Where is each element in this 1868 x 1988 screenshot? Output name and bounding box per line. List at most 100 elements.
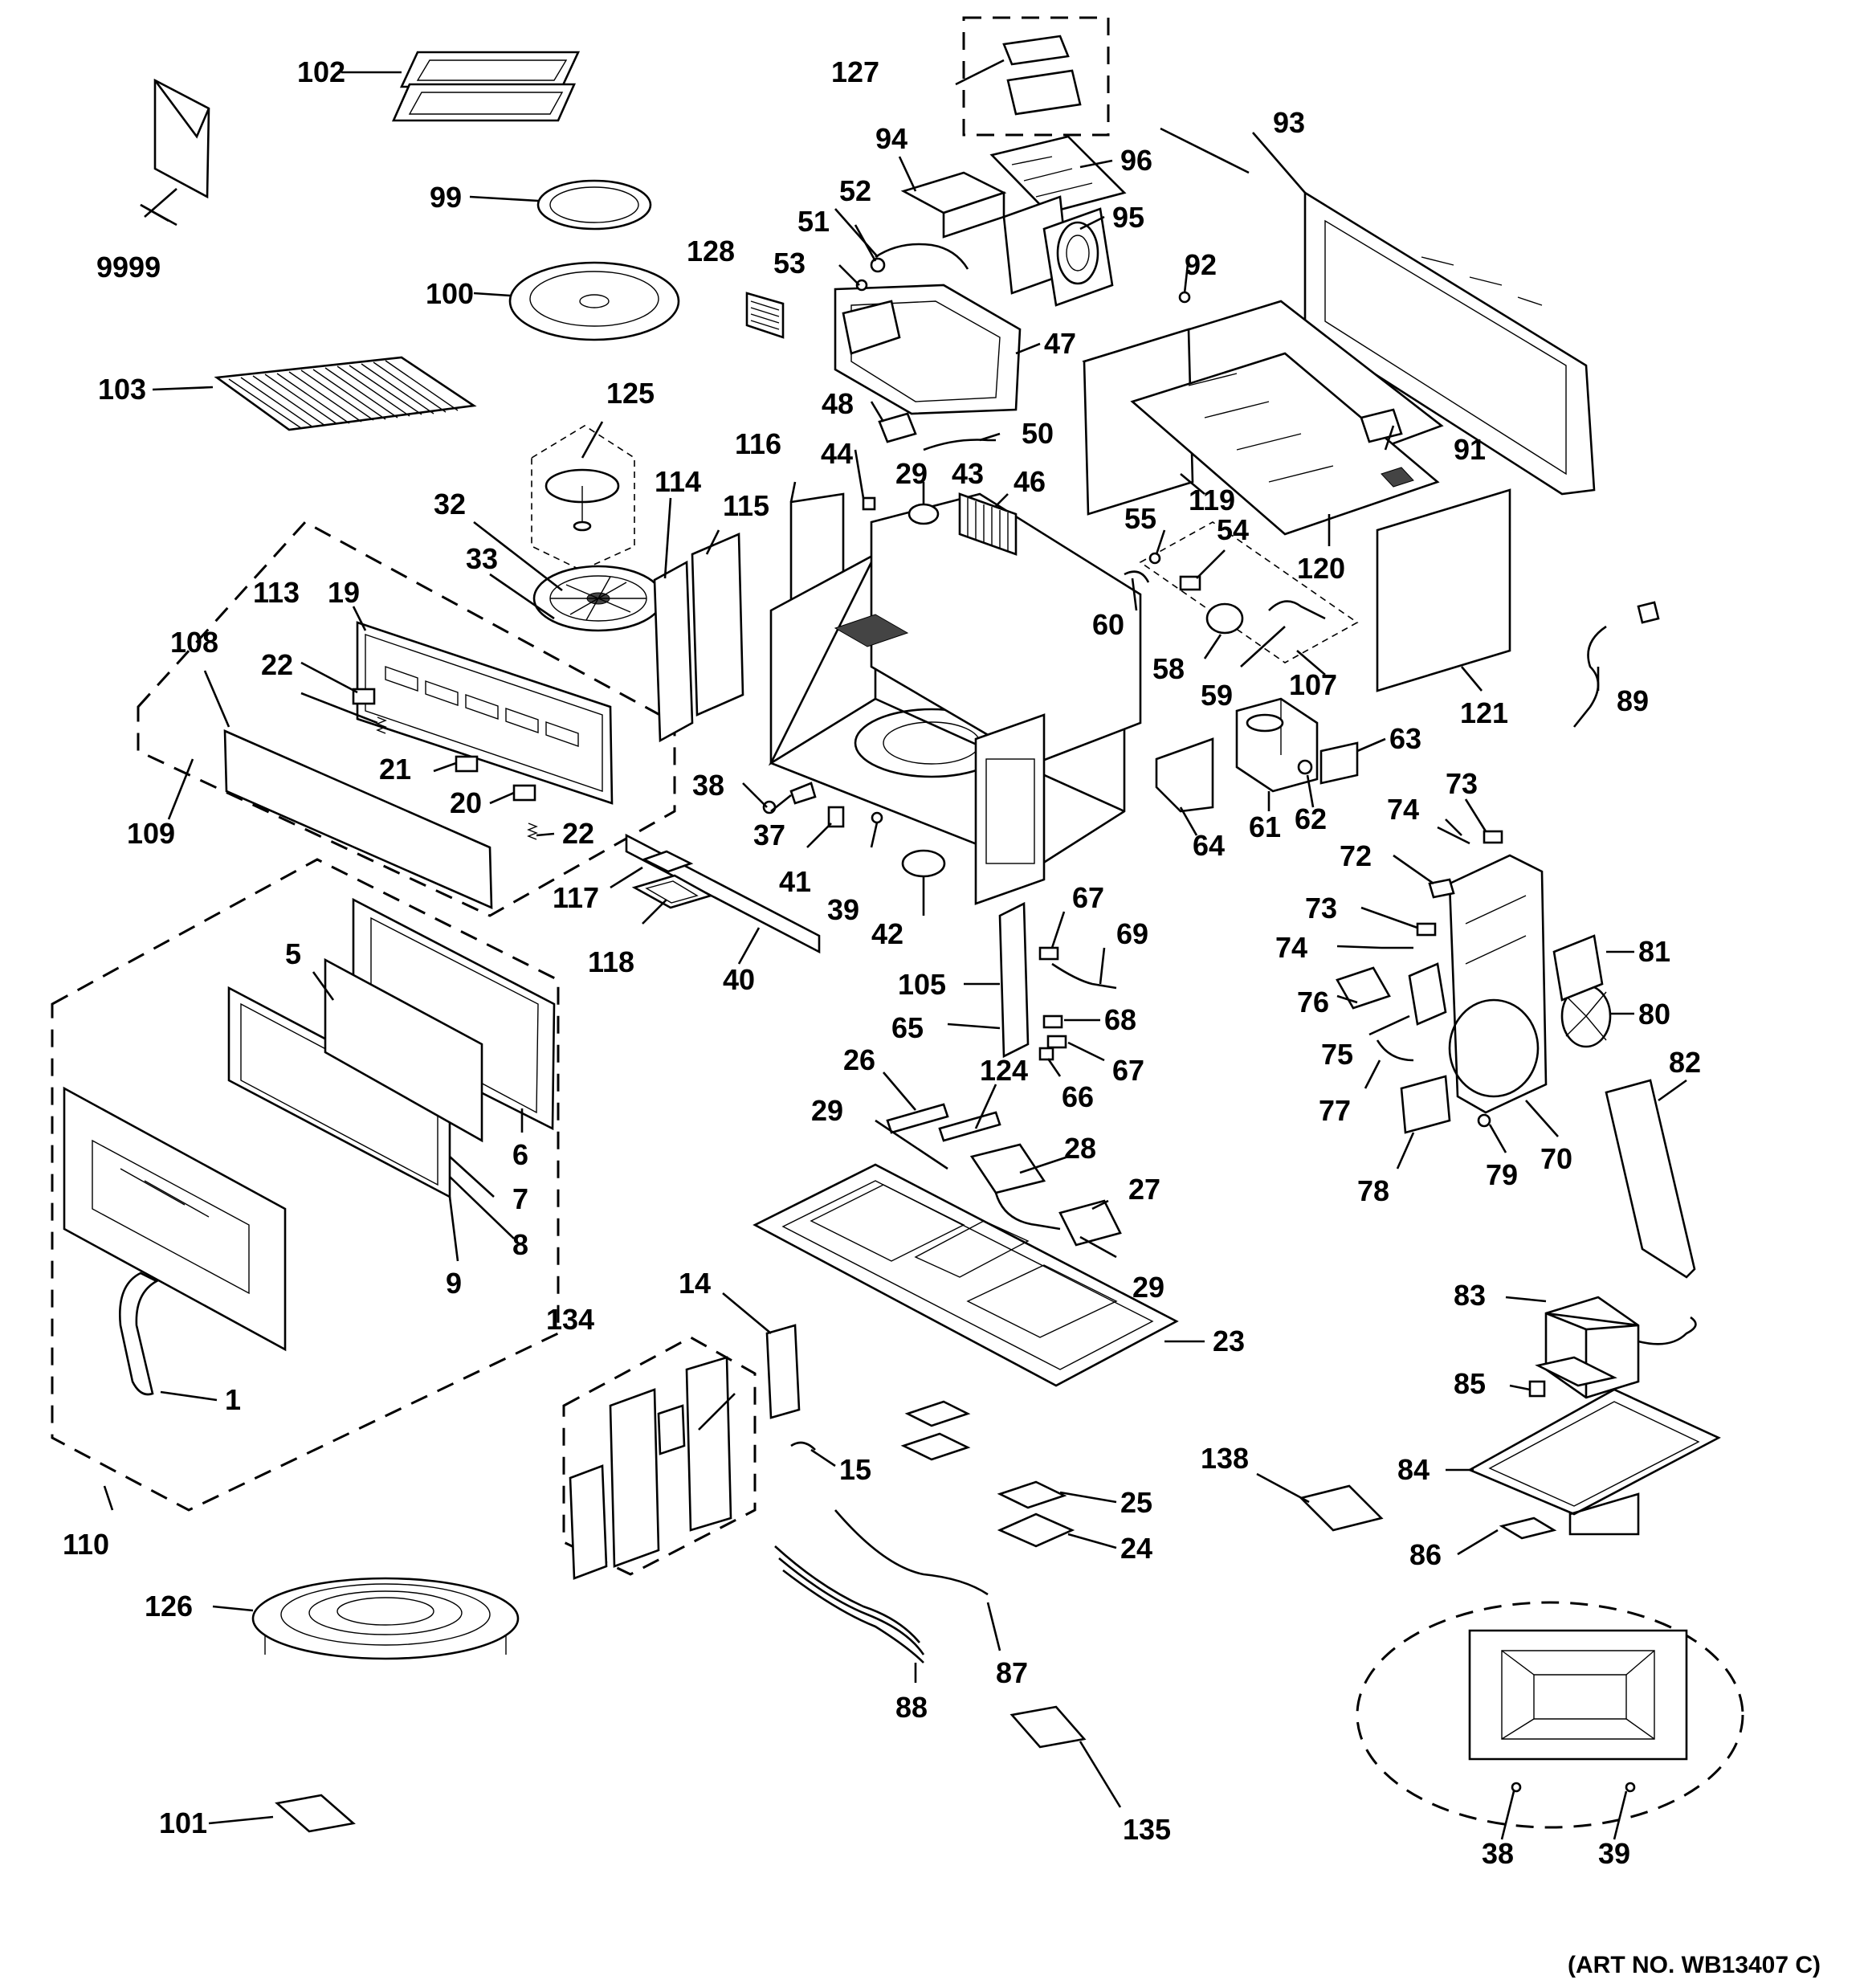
callout-label: 85: [1454, 1367, 1486, 1400]
callout-label: 52: [839, 174, 871, 207]
callout-label: 119: [1189, 484, 1235, 516]
part-lamp-wire: [994, 1192, 1061, 1231]
group-107-outline: [1139, 521, 1359, 663]
callout-label: 22: [562, 817, 594, 850]
part-packet-135: [1009, 1705, 1087, 1749]
part-transformer-83: [1535, 1296, 1697, 1399]
part-51-thermostat: [870, 257, 886, 273]
part-damper-127: [1002, 35, 1082, 116]
part-50-wire: [923, 439, 996, 451]
callout-label: 108: [170, 626, 218, 659]
callout-label: 79: [1486, 1158, 1518, 1191]
group-127-outline: [962, 16, 1110, 137]
callout-label: 6: [512, 1138, 528, 1171]
part-panel-82: [1605, 1079, 1696, 1279]
callout-label: 100: [426, 277, 474, 310]
group-109-outline: [137, 520, 676, 917]
callout-label: 105: [898, 968, 946, 1001]
part-73a: [1483, 830, 1503, 844]
callout-label: 93: [1273, 106, 1305, 139]
part-plug: [1637, 601, 1660, 624]
callout-label: 25: [1120, 1486, 1152, 1519]
callout-label: 75: [1321, 1038, 1353, 1071]
part-cover-25b: [904, 1400, 971, 1427]
callout-label: 78: [1357, 1174, 1389, 1207]
part-fan-bracket-70: [1448, 854, 1548, 1114]
part-clip-20: [512, 784, 536, 802]
callout-label: 67: [1112, 1054, 1144, 1087]
part-38: [762, 800, 777, 814]
callout-label: 42: [871, 917, 903, 950]
callout-label: 74: [1275, 931, 1307, 964]
part-72: [1428, 878, 1455, 899]
part-cover-25: [997, 1480, 1067, 1509]
part-69-wire: [1051, 962, 1117, 990]
callout-label: 138: [1201, 1442, 1249, 1475]
part-55: [1148, 552, 1161, 565]
part-76: [1336, 966, 1391, 1010]
callout-label: 8: [512, 1228, 528, 1261]
callout-label: 118: [588, 945, 634, 978]
callout-label: 69: [1116, 917, 1148, 950]
callout-label: 54: [1217, 513, 1249, 546]
callout-label: 38: [1482, 1837, 1514, 1870]
callout-label: 62: [1295, 802, 1327, 835]
part-vent-fan-housing: [834, 284, 1022, 415]
part-85: [1528, 1380, 1546, 1398]
part-harness-87: [834, 1509, 989, 1596]
part-side-panel-121: [1376, 488, 1511, 692]
callout-label: 99: [430, 181, 462, 214]
callout-label: 96: [1120, 144, 1152, 177]
group-outlines: [51, 16, 1744, 1829]
callout-label: 5: [285, 937, 301, 970]
part-thermal-43: [907, 503, 940, 525]
part-door-assembly: [63, 897, 556, 1396]
callout-label: 9999: [96, 251, 161, 284]
callout-label: 29: [1132, 1271, 1164, 1304]
part-64-duct: [1155, 737, 1214, 813]
callout-label: 89: [1617, 684, 1649, 717]
callout-label: 14: [679, 1267, 711, 1300]
part-control-panel: [356, 621, 614, 805]
callout-label: 60: [1092, 608, 1124, 641]
part-glass-turntable: [508, 261, 680, 341]
callout-label: 114: [655, 465, 701, 498]
callout-label: 110: [63, 1528, 109, 1561]
part-oven-cavity: [768, 492, 1142, 905]
callout-label: 65: [891, 1011, 924, 1044]
part-magnetron: [1235, 697, 1319, 793]
callout-label: 26: [843, 1043, 875, 1076]
part-plate-96: [989, 135, 1127, 214]
part-turntable-coupling: [544, 468, 620, 532]
part-54: [1179, 575, 1201, 591]
part-bracket-26: [886, 1103, 949, 1134]
callout-label: 7: [512, 1182, 528, 1215]
callout-label: 59: [1201, 679, 1233, 712]
callout-label: 61: [1249, 810, 1281, 843]
part-base-84: [1467, 1388, 1721, 1536]
callout-label: 67: [1072, 881, 1104, 914]
callout-label: 82: [1669, 1046, 1701, 1079]
callout-label: 80: [1638, 998, 1670, 1031]
callout-label: 77: [1319, 1094, 1351, 1127]
part-79: [1477, 1113, 1491, 1128]
part-control-board-14: [765, 1324, 801, 1419]
part-roller-ring: [536, 179, 652, 231]
part-vent-fan-motor: [1002, 195, 1114, 307]
part-thermistor-wire: [875, 243, 969, 270]
part-62: [1297, 759, 1313, 775]
callout-label: 15: [839, 1453, 871, 1486]
part-vent-grille-46: [958, 492, 1018, 556]
part-bottom-plate: [753, 1163, 1179, 1387]
part-59-wire: [1268, 600, 1326, 620]
callout-label: 86: [1409, 1538, 1442, 1571]
callout-label: 29: [895, 457, 928, 490]
part-clip-21: [455, 755, 479, 773]
callout-label: 120: [1297, 552, 1345, 585]
callout-label: 84: [1397, 1453, 1430, 1486]
part-switch-67b: [1046, 1035, 1067, 1049]
part-charcoal-filter: [391, 51, 581, 122]
part-packet-138: [1299, 1484, 1384, 1532]
callout-label: 121: [1460, 696, 1508, 729]
callout-label: 101: [159, 1806, 207, 1839]
